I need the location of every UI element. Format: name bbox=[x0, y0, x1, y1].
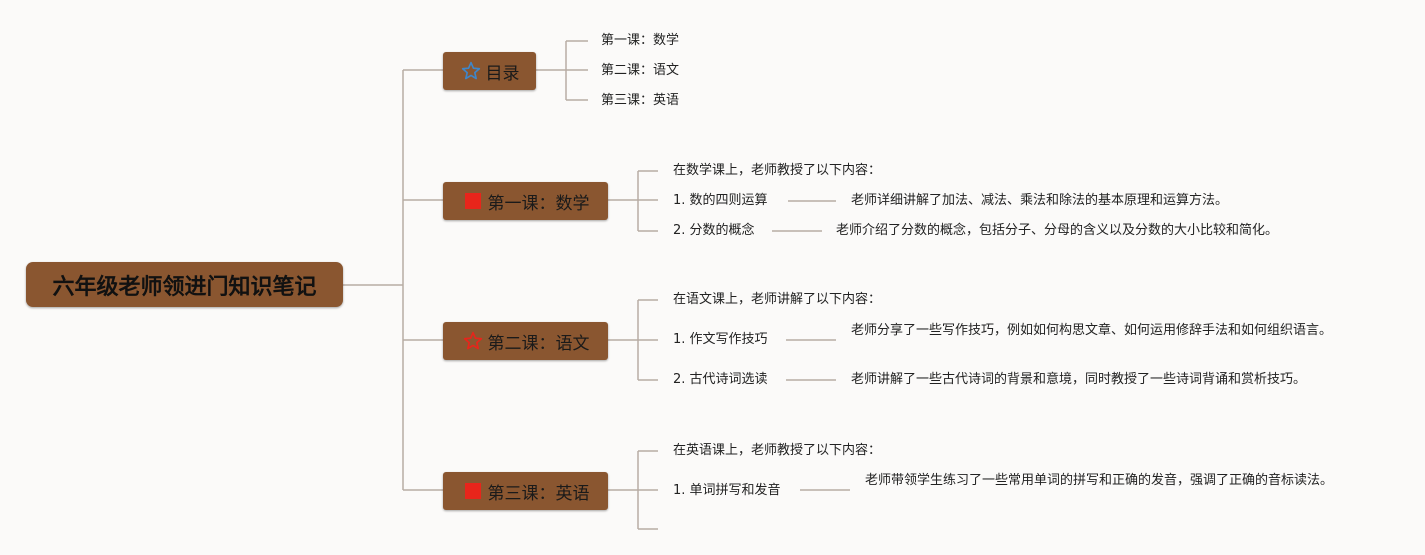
lesson-chinese-node[interactable]: 第二课：语文 bbox=[443, 322, 608, 360]
lesson-intro[interactable]: 在数学课上，老师教授了以下内容： bbox=[673, 163, 882, 178]
root-node[interactable]: 六年级老师领进门知识笔记 bbox=[26, 262, 343, 307]
lesson-label: 第二课：语文 bbox=[487, 333, 590, 354]
catalog-node[interactable]: 目录 bbox=[443, 52, 536, 90]
star-outline-icon bbox=[460, 60, 482, 82]
topic-title[interactable]: 2. 古代诗词选读 bbox=[673, 372, 768, 387]
lesson-intro[interactable]: 在英语课上，老师教授了以下内容： bbox=[673, 443, 882, 458]
topic-detail[interactable]: 老师介绍了分数的概念，包括分子、分母的含义以及分数的大小比较和简化。 bbox=[836, 223, 1279, 238]
lesson-label: 第三课：英语 bbox=[487, 483, 590, 504]
root-label: 六年级老师领进门知识笔记 bbox=[52, 274, 317, 300]
red-square-icon bbox=[462, 190, 484, 212]
catalog-item[interactable]: 第二课：语文 bbox=[601, 63, 680, 78]
lesson-english-node[interactable]: 第三课：英语 bbox=[443, 472, 608, 510]
catalog-label: 目录 bbox=[485, 63, 520, 84]
topic-detail[interactable]: 老师讲解了一些古代诗词的背景和意境，同时教授了一些诗词背诵和赏析技巧。 bbox=[851, 372, 1307, 387]
topic-detail[interactable]: 老师分享了一些写作技巧，例如如何构思文章、如何运用修辞手法和如何组织语言。 bbox=[851, 323, 1333, 338]
topic-title[interactable]: 2. 分数的概念 bbox=[673, 223, 755, 238]
red-square-icon bbox=[462, 480, 484, 502]
topic-title[interactable]: 1. 作文写作技巧 bbox=[673, 332, 768, 347]
lesson-label: 第一课：数学 bbox=[487, 193, 590, 214]
topic-detail[interactable]: 老师带领学生练习了一些常用单词的拼写和正确的发音，强调了正确的音标读法。 bbox=[865, 473, 1334, 488]
topic-detail[interactable]: 老师详细讲解了加法、减法、乘法和除法的基本原理和运算方法。 bbox=[851, 193, 1229, 208]
lesson-math-node[interactable]: 第一课：数学 bbox=[443, 182, 608, 220]
red-star-outline-icon bbox=[462, 330, 484, 352]
lesson-intro[interactable]: 在语文课上，老师讲解了以下内容： bbox=[673, 292, 882, 307]
topic-title[interactable]: 1. 数的四则运算 bbox=[673, 193, 768, 208]
catalog-item[interactable]: 第一课：数学 bbox=[601, 33, 680, 48]
catalog-item[interactable]: 第三课：英语 bbox=[601, 93, 680, 108]
topic-title[interactable]: 1. 单词拼写和发音 bbox=[673, 483, 781, 498]
